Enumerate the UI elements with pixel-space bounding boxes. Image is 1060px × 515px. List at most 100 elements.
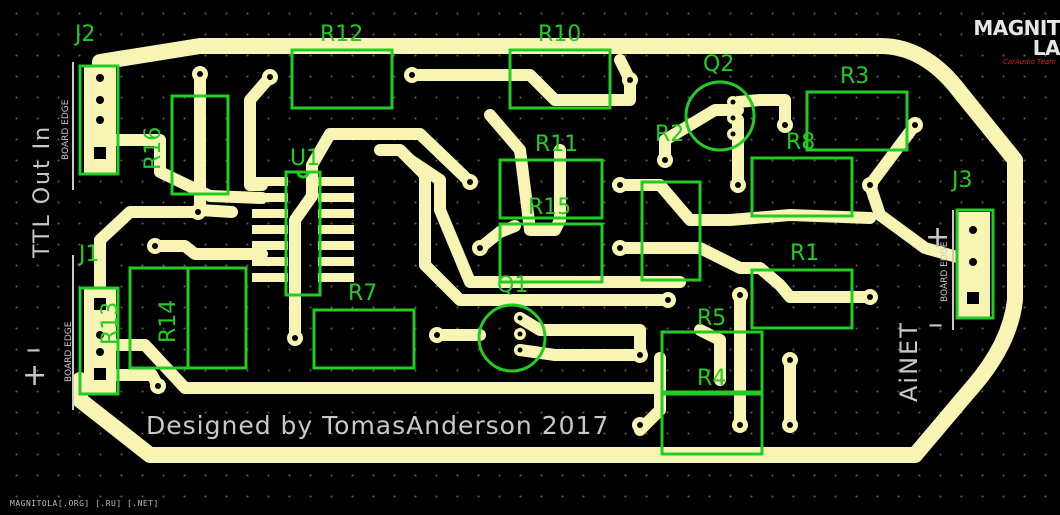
magnitola-logo: MAGNIT LA CarAudio Team	[960, 18, 1060, 66]
drill	[292, 335, 298, 341]
r5-outline	[660, 330, 764, 394]
trace	[864, 179, 981, 268]
board-edge-label-j2: BOARD EDGE	[61, 99, 71, 160]
r10-outline	[508, 48, 612, 110]
drill	[467, 179, 473, 185]
ref-r10: R10	[538, 22, 582, 47]
smd-pad	[252, 273, 288, 282]
trace	[94, 206, 204, 311]
ainet-label: AiNET	[895, 321, 923, 402]
trace	[289, 128, 476, 344]
drill	[867, 182, 873, 188]
trace	[514, 312, 646, 354]
r1-outline	[750, 268, 854, 330]
drill	[477, 245, 483, 251]
drill	[737, 422, 743, 428]
r14-outline	[186, 266, 248, 370]
drill	[517, 331, 523, 337]
ref-j1: J1	[79, 242, 100, 267]
smd-pad	[318, 177, 354, 186]
minus-sign-j1: –	[26, 332, 41, 367]
trace	[514, 344, 646, 361]
u1-outline	[284, 170, 322, 297]
drill	[96, 331, 104, 339]
r4-outline	[660, 392, 764, 456]
ref-q2: Q2	[703, 52, 735, 77]
ref-r12: R12	[320, 22, 364, 47]
ref-r3: R3	[840, 64, 870, 89]
j2-outline	[78, 64, 120, 176]
drill	[662, 157, 668, 163]
smd-pad	[252, 193, 288, 202]
q2-outline	[684, 80, 756, 152]
u1-notch	[296, 171, 310, 179]
drill	[96, 116, 104, 124]
drill	[434, 332, 440, 338]
ttl-label: TTL Out In	[30, 124, 55, 258]
ref-j2: J2	[75, 22, 96, 47]
ref-j3: J3	[952, 168, 973, 193]
footer-watermark: MAGNITOLA[.ORG] [.RU] [.NET]	[10, 499, 159, 508]
r8-outline	[750, 156, 854, 218]
r16-outline	[170, 94, 230, 196]
trace	[659, 104, 744, 166]
smd-pad	[318, 225, 354, 234]
drill	[96, 74, 104, 82]
smd-pad	[252, 257, 288, 266]
plus-sign-j1: +	[22, 358, 48, 393]
drill	[517, 347, 523, 353]
drill	[737, 292, 743, 298]
ref-r15: R15	[528, 195, 572, 220]
smd-pad	[318, 257, 354, 266]
drill	[735, 182, 741, 188]
drill	[617, 182, 623, 188]
ref-r2: R2	[655, 122, 685, 147]
drill	[730, 99, 736, 105]
smd-pad	[252, 209, 288, 218]
smd-pad	[252, 225, 288, 234]
smd-pad	[252, 241, 288, 250]
drill	[267, 74, 273, 80]
drill-holes	[94, 71, 979, 428]
copper-traces	[72, 38, 1023, 463]
drill	[867, 294, 873, 300]
ref-r4: R4	[697, 366, 727, 391]
ref-r7: R7	[348, 281, 378, 306]
drill	[627, 77, 633, 83]
drill	[730, 115, 736, 121]
drill	[637, 422, 643, 428]
drill	[967, 292, 979, 304]
logo-subtitle: CarAudio Team	[1002, 58, 1056, 66]
r7-outline	[312, 308, 416, 370]
drill	[782, 122, 788, 128]
q1-outline	[477, 303, 547, 373]
drill	[730, 131, 736, 137]
drill	[787, 422, 793, 428]
smd-pad	[318, 241, 354, 250]
drill	[96, 348, 104, 356]
ref-r1: R1	[790, 241, 820, 266]
drill	[517, 315, 523, 321]
minus-sign-j3: –	[928, 307, 943, 342]
j1-outline	[78, 286, 120, 396]
drill	[969, 258, 977, 266]
drill	[637, 352, 643, 358]
board-edge-label-j1: BOARD EDGE	[64, 321, 74, 382]
trace	[92, 122, 268, 204]
drill	[617, 245, 623, 251]
board-edge-marks	[72, 62, 954, 410]
drill	[912, 122, 918, 128]
drill	[197, 71, 203, 77]
drill	[665, 297, 671, 303]
drill	[195, 209, 201, 215]
r15-outline	[498, 222, 604, 284]
board-edge-label-j3: BOARD EDGE	[940, 241, 950, 302]
r2-outline	[640, 180, 702, 282]
ref-u1: U1	[290, 146, 321, 171]
smd-pad	[252, 177, 288, 186]
designer-credit: Designed by TomasAnderson 2017	[146, 411, 610, 440]
ref-r16: R16	[141, 126, 166, 170]
ref-r13: R13	[98, 301, 123, 345]
